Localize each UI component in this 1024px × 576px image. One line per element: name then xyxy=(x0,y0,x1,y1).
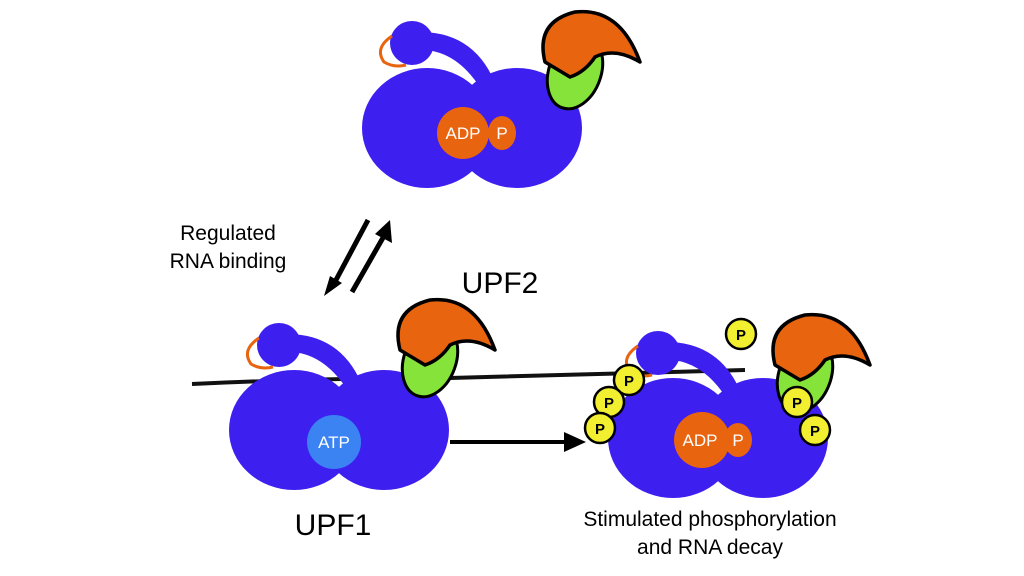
phospho-mark: P xyxy=(724,317,758,351)
adp-circle-bottom xyxy=(674,412,730,468)
forward-arrow-head xyxy=(375,220,392,243)
phospho-mark: P xyxy=(798,413,832,447)
phosphate-circle-bottom xyxy=(724,423,752,457)
complex-bottom-right: ADP P P P P P P P xyxy=(583,312,872,500)
phosphate-label-top: P xyxy=(496,124,507,143)
adp-circle-top xyxy=(437,107,489,159)
equilibrium-arrows xyxy=(324,218,392,296)
regulated-label-line2: RNA binding xyxy=(170,250,287,273)
regulated-label-line1: Regulated xyxy=(180,222,276,245)
stimulated-label-line1: Stimulated phosphorylation xyxy=(583,508,836,531)
atp-label: ATP xyxy=(318,433,350,452)
svg-text:P: P xyxy=(792,395,802,412)
svg-text:P: P xyxy=(736,327,746,344)
upf2-label: UPF2 xyxy=(462,267,539,300)
upf2-top xyxy=(535,9,642,119)
adp-label-bottom: ADP xyxy=(683,431,718,450)
svg-text:P: P xyxy=(604,395,614,412)
upf1-label: UPF1 xyxy=(295,509,372,542)
svg-text:P: P xyxy=(624,373,634,390)
upf2-bottom-left xyxy=(390,297,497,407)
phospho-mark xyxy=(774,415,804,445)
atp-circle xyxy=(307,415,361,469)
svg-text:P: P xyxy=(810,423,820,440)
phosphate-label-bottom: P xyxy=(732,431,743,450)
transition-arrow xyxy=(450,432,586,452)
transition-arrow-head xyxy=(564,432,586,452)
complex-top: ADP P xyxy=(360,9,642,190)
forward-arrow-line xyxy=(349,234,387,294)
complex-bottom-left: ATP xyxy=(227,297,497,492)
phosphate-circle-top xyxy=(488,116,516,150)
phospho-mark: P xyxy=(612,363,646,397)
phospho-mark: P xyxy=(780,385,814,419)
reverse-arrow-head xyxy=(324,276,342,296)
svg-text:P: P xyxy=(595,421,605,438)
adp-label-top: ADP xyxy=(446,124,481,143)
phospho-mark: P xyxy=(583,411,617,445)
reverse-arrow-line xyxy=(333,218,371,282)
stimulated-label-line2: and RNA decay xyxy=(637,536,783,559)
